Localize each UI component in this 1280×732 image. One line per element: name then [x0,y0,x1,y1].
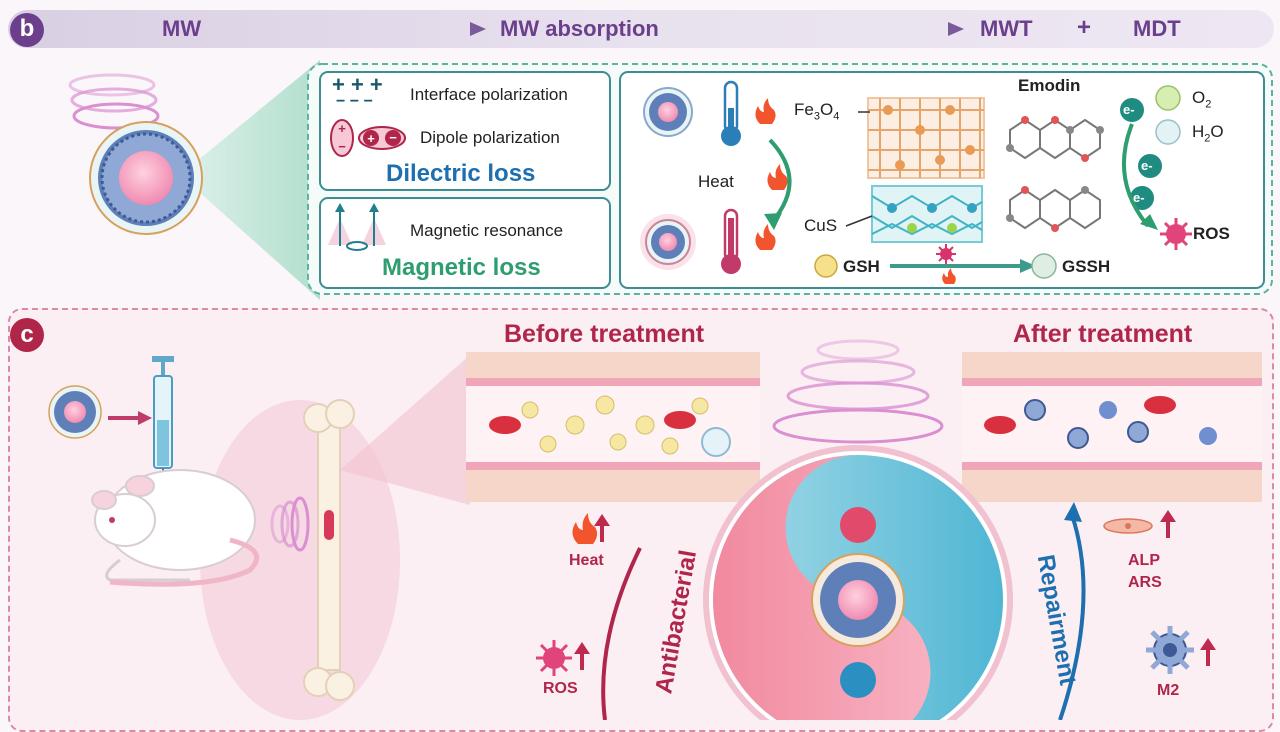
magnetic-loss-title: Magnetic loss [382,254,541,281]
ars-label: ARS [1128,574,1162,591]
tissue-glow [200,400,400,720]
header-arrow-1 [228,22,486,36]
mechanism-box [619,71,1265,289]
ros-burst-icon [1160,218,1192,250]
cus-lattice [871,185,983,243]
electron-2 [1138,154,1162,178]
repairment-arc [1058,514,1086,720]
thermometer-hot-icon [721,208,741,274]
dielectric-loss-title: Dilectric loss [386,160,536,187]
panel-c-letter: c [20,321,34,348]
h2o-label: H2O [1192,122,1224,144]
bone-illustration [303,399,355,701]
heat-label-c: Heat [569,552,604,569]
electron-label-2: e- [1141,158,1153,173]
ros-label-b: ROS [1193,224,1230,243]
o2-sub: 2 [1205,98,1212,111]
gsh-label: GSH [843,257,880,276]
nanoparticle-cool [643,87,693,137]
fe3o4-sub-3: 3 [813,110,820,123]
header-mwt: MWT [980,16,1033,41]
svg-text:+: + [367,131,375,146]
electron-label-1: e- [1123,102,1135,117]
emodin-label: Emodin [1018,76,1081,95]
h2o-text-h: H [1192,122,1205,141]
panel-b-letter: b [19,15,35,42]
antibacterial-arc [601,547,642,720]
h2o-text-o: O [1210,122,1224,141]
m2-label: M2 [1157,682,1180,699]
connector-fan [180,60,320,300]
dielectric-plus-signs: + + + [332,72,383,97]
fe3o4-sub-4: 4 [833,110,840,123]
gsh-sphere [814,254,838,278]
magnetic-box [319,197,611,289]
dipole-polarization-label: Dipole polarization [420,128,560,147]
flame-icon [572,513,598,544]
panel-b-letter-badge [10,13,44,47]
microwave-rings [68,73,160,130]
inject-arrow [138,411,152,425]
header-arrow-2 [712,22,964,36]
header-plus: + [1077,14,1092,41]
ros-label-c: ROS [543,680,578,697]
nanoparticle-injected [48,385,102,439]
panel-b-header-bar [8,10,1274,48]
vessel-before [466,352,760,502]
svg-text:−: − [389,130,397,145]
yin-yang [703,445,1013,720]
interface-polarization-label: Interface polarization [410,85,568,104]
electron-label-3: e- [1133,190,1145,205]
cus-label: CuS [804,216,838,235]
ros-mini-icon [936,244,956,264]
gssh-sphere [1031,253,1057,279]
gssh-label: GSSH [1062,257,1111,276]
lattice-nodes [883,105,977,233]
heat-label: Heat [698,172,734,191]
heat-arrow [768,138,792,224]
ros-arrow [1121,123,1150,228]
header-mdt: MDT [1133,16,1181,41]
header-mw-absorption: MW absorption [500,16,659,41]
gsh-arrow [1020,259,1036,273]
o2-label: O2 [1192,88,1211,110]
flame-icon [755,98,956,284]
mouse-illustration [91,469,260,587]
electron-1 [1120,98,1144,122]
magnetic-resonance-label: Magnetic resonance [410,221,564,240]
alp-label: ALP [1128,552,1160,569]
h2o-sub: 2 [1204,132,1211,145]
h2o-sphere [1155,119,1181,145]
electron-3 [1130,186,1154,210]
header-mw: MW [162,16,202,41]
o2-text: O [1192,88,1206,107]
ros-burst-icon [536,640,572,676]
fe3o4-text-o: O [819,100,834,119]
panel-c-letter-badge [10,318,44,352]
fe3o4-text-fe: Fe [794,100,814,119]
vessel-after [962,352,1262,502]
dipole-icon: + − + − [330,119,406,157]
after-treatment-title: After treatment [1013,320,1193,348]
dielectric-minus-signs: − − − [336,93,373,110]
mw-rings-top [772,339,944,444]
osteoblast-icon [1103,518,1153,534]
svg-text:+: + [338,121,346,136]
thermometer-cold-icon [721,80,741,146]
svg-text:−: − [338,139,346,154]
nanoparticle-large [89,121,203,235]
syringe-icon [152,356,174,500]
before-treatment-title: Before treatment [504,320,705,348]
nanoparticle-hot [640,214,696,270]
fe3o4-label: Fe3O4 [794,100,839,122]
dielectric-box [319,71,611,191]
up-arrow-icon [574,510,1216,670]
emodin-atoms [1006,116,1104,232]
magnetic-resonance-icon [328,203,386,251]
mw-rings-bone [270,496,310,552]
o2-sphere [1155,85,1181,111]
m2-macrophage-icon [1146,626,1194,674]
